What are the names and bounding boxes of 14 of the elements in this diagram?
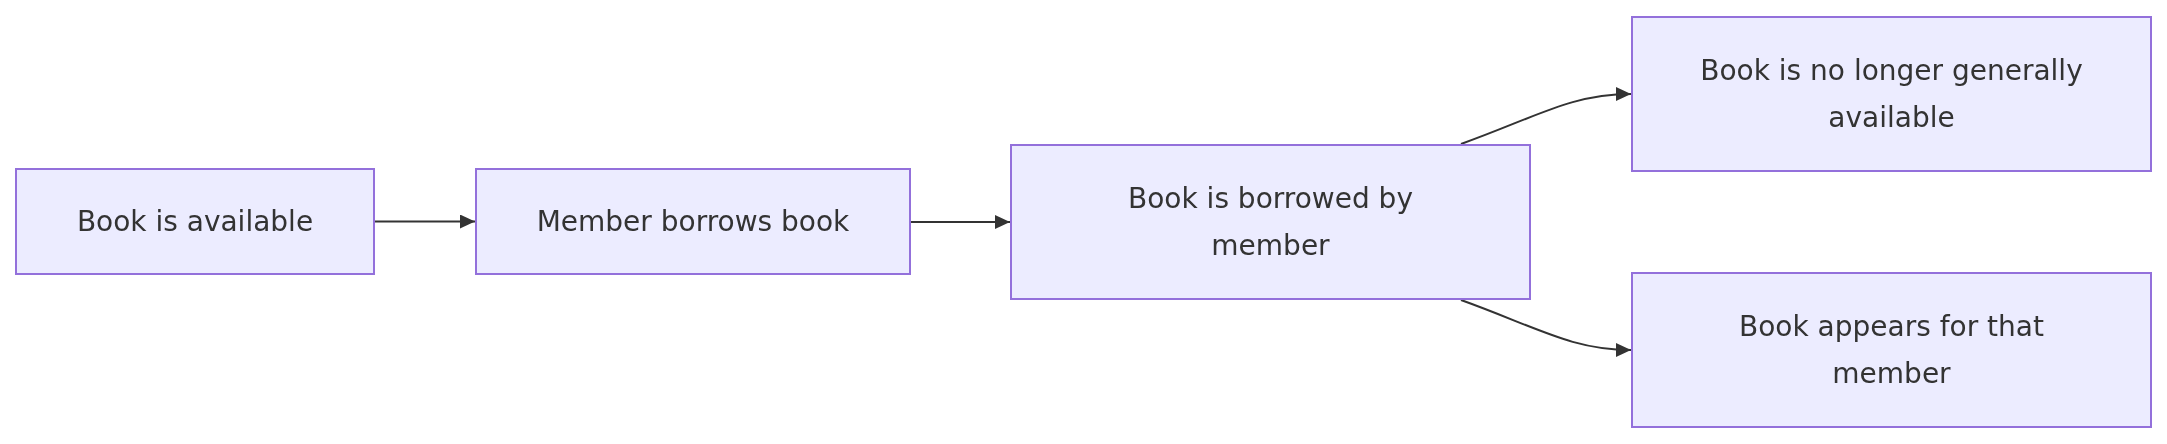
process-box — [1631, 272, 2152, 428]
process-box — [1010, 144, 1531, 300]
box-label: Book is no longer generally available — [1699, 53, 2084, 136]
arrow — [374, 214, 476, 229]
process-box — [475, 168, 911, 275]
box-label: Book appears for that member — [1738, 309, 2045, 392]
arrow — [1460, 87, 1632, 145]
box-label: Book is borrowed by member — [1127, 181, 1414, 264]
process-box — [15, 168, 375, 275]
arrow — [910, 215, 1011, 229]
process-box — [1631, 16, 2152, 172]
box-label: Book is available — [76, 204, 314, 240]
box-label: Member borrows book — [536, 204, 850, 240]
arrow — [1460, 299, 1632, 357]
